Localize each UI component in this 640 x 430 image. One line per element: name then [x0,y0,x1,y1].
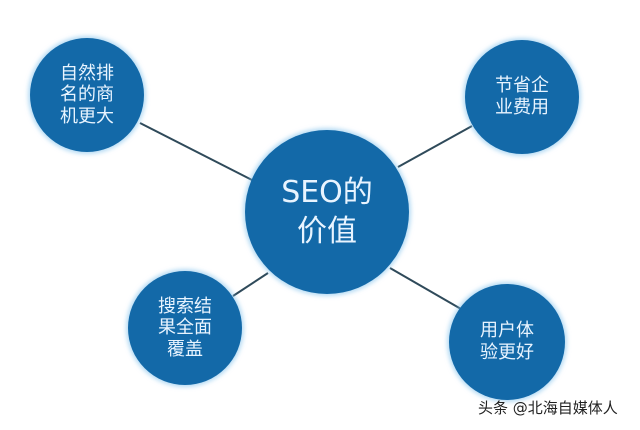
branch-node-search-coverage: 搜索结 果全面 覆盖 [128,271,242,385]
connector-user-experience [389,267,462,310]
branch-node-label: 节省企 业费用 [495,75,549,118]
branch-node-user-experience: 用户体 验更好 [449,284,565,400]
connector-natural-ranking [139,122,253,181]
connector-search-coverage [232,272,269,297]
branch-node-label: 用户体 验更好 [480,320,534,363]
watermark-text: 头条 @北海自媒体人 [478,399,618,417]
center-node-label: SEO的 价值 [281,175,373,249]
branch-node-save-cost: 节省企 业费用 [465,40,579,154]
branch-node-natural-ranking: 自然排 名的商 机更大 [30,38,144,152]
branch-node-label: 搜索结 果全面 覆盖 [158,295,212,360]
branch-node-label: 自然排 名的商 机更大 [60,62,114,127]
center-node-seo-value: SEO的 价值 [245,130,409,294]
connector-save-cost [397,125,473,168]
